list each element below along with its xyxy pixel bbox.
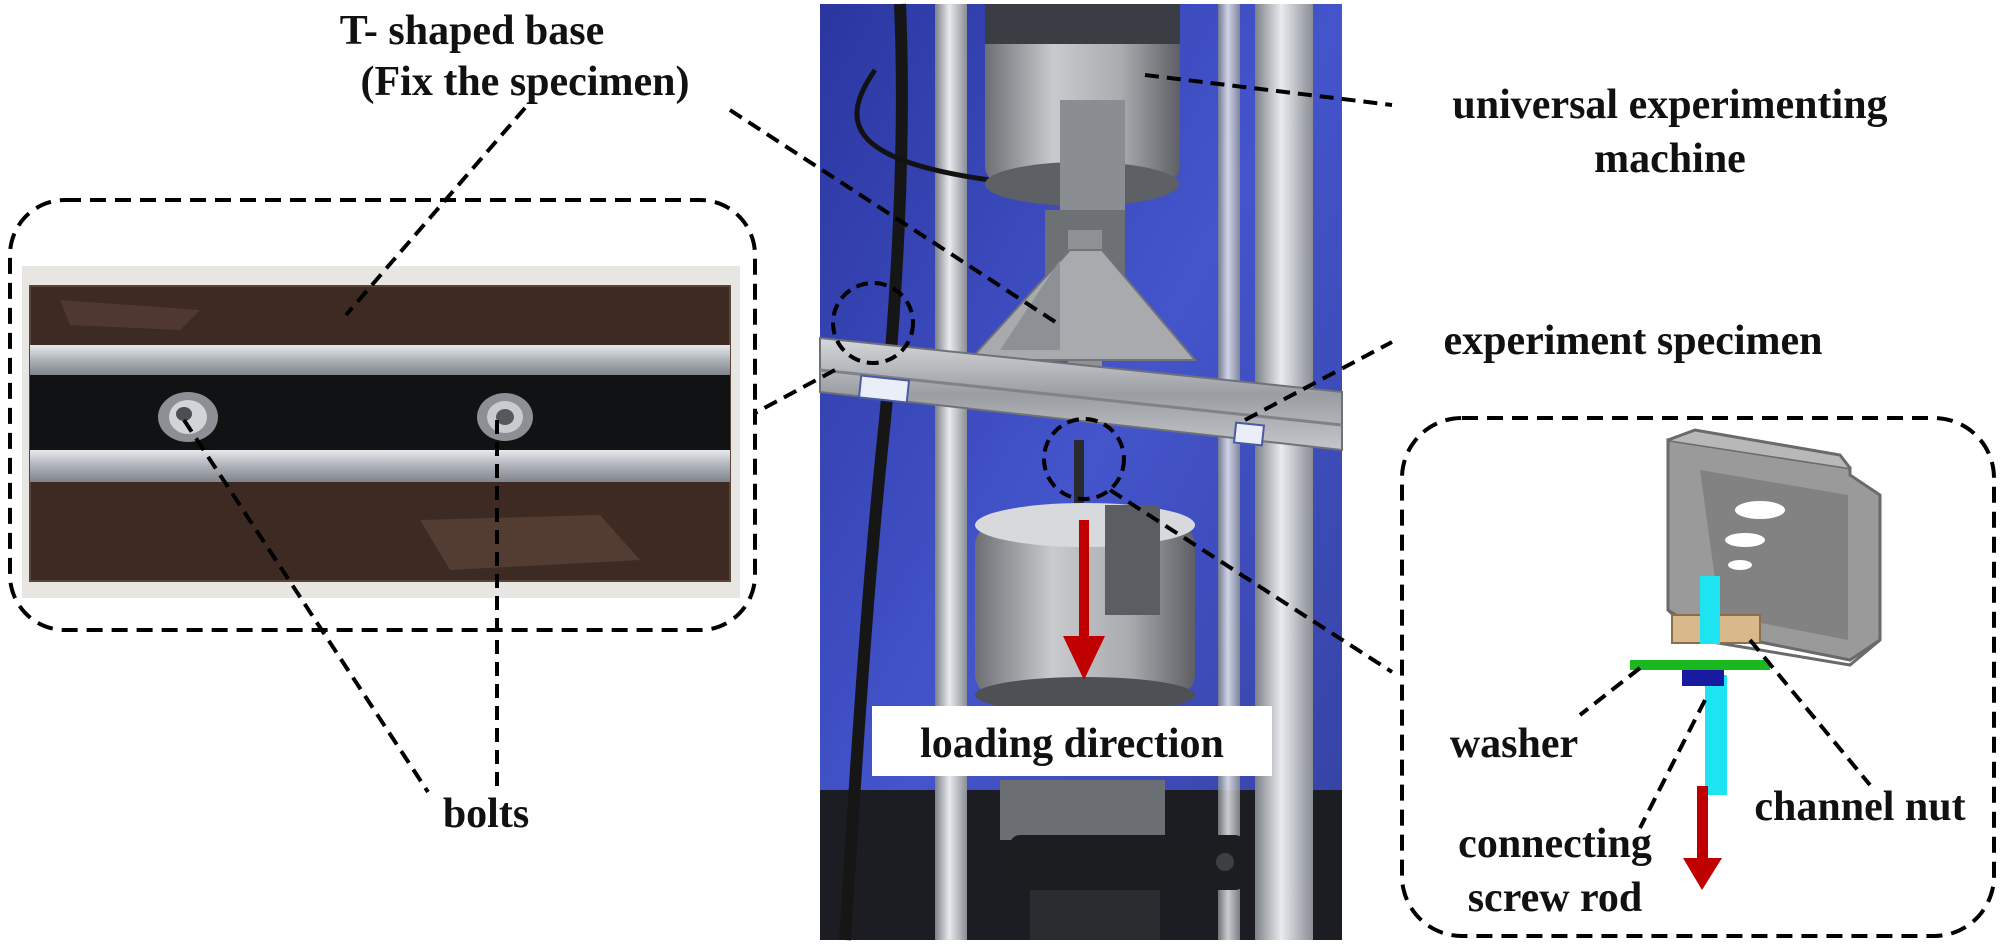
bolt-left bbox=[158, 392, 218, 442]
cable bbox=[839, 3, 908, 941]
base-photo bbox=[22, 266, 740, 598]
channel-schematic bbox=[1630, 428, 1882, 795]
channel-rail-bottom bbox=[30, 450, 730, 482]
lower-clamp bbox=[1000, 780, 1245, 940]
rod-label-line1: connecting bbox=[1458, 821, 1652, 867]
bolt-right bbox=[477, 393, 533, 441]
schematic-callout-frame bbox=[1400, 416, 1996, 938]
channel-nut-label: channel nut bbox=[1754, 784, 1965, 830]
column-right bbox=[1255, 4, 1313, 940]
loading-direction-label: loading direction bbox=[920, 721, 1224, 767]
machine-label-line1: universal experimenting bbox=[1452, 82, 1887, 128]
channel-slot bbox=[30, 375, 730, 450]
specimen-label: experiment specimen bbox=[1443, 318, 1822, 364]
loading-arrow-main bbox=[1063, 520, 1105, 680]
loading-arrow-schematic bbox=[1683, 786, 1722, 890]
channel-rail-top bbox=[30, 345, 730, 375]
bolts-label: bolts bbox=[443, 791, 529, 837]
t-base-label-line2: (Fix the specimen) bbox=[361, 59, 690, 105]
column-left bbox=[935, 4, 967, 940]
rod-label-line2: screw rod bbox=[1468, 875, 1643, 921]
connecting-rod-photo bbox=[1074, 440, 1084, 525]
screw-rod-shape bbox=[1700, 576, 1720, 644]
specimen-end-callout-circle bbox=[831, 281, 915, 365]
washer-label: washer bbox=[1450, 721, 1578, 767]
leader-lines bbox=[182, 73, 1872, 829]
hex-nut-shape bbox=[1682, 670, 1724, 686]
t-base-label-line1: T- shaped base bbox=[340, 8, 605, 54]
loading-label-box bbox=[872, 706, 1272, 776]
upper-grip bbox=[985, 4, 1180, 290]
machine-label-line2: machine bbox=[1594, 136, 1746, 182]
washer-shape bbox=[1630, 660, 1770, 670]
machine-photo bbox=[819, 3, 1343, 941]
channel-nut-callout-circle bbox=[1042, 417, 1126, 501]
base-callout-frame bbox=[8, 198, 757, 632]
